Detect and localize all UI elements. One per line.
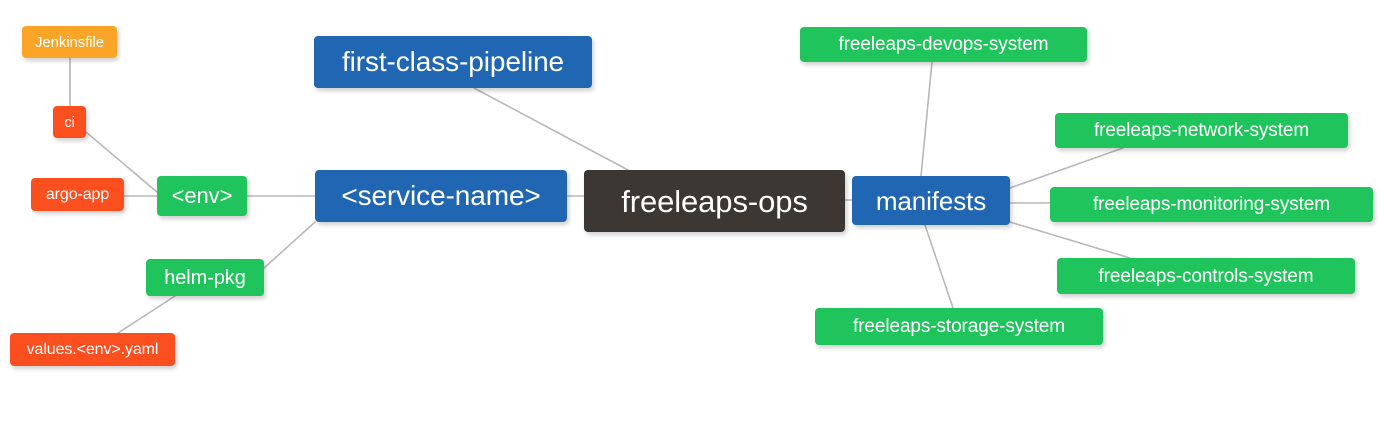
node-freeleaps-storage-system[interactable]: freeleaps-storage-system: [815, 308, 1103, 345]
node-label-freeleaps-storage-system: freeleaps-storage-system: [853, 316, 1065, 337]
node-jenkinsfile[interactable]: Jenkinsfile: [22, 26, 117, 58]
edge-manifests-to-freeleaps-controls-system: [1009, 221, 1131, 259]
edge-service-name-to-helm-pkg: [263, 221, 316, 269]
edge-manifests-to-freeleaps-devops-system: [920, 61, 933, 177]
edge-manifests-to-freeleaps-storage-system: [924, 224, 954, 309]
node-label-freeleaps-devops-system: freeleaps-devops-system: [838, 34, 1049, 55]
node-helm-pkg[interactable]: helm-pkg: [146, 259, 264, 296]
node-service-name[interactable]: <service-name>: [315, 170, 567, 222]
node-first-class-pipeline[interactable]: first-class-pipeline: [314, 36, 592, 88]
node-freeleaps-controls-system[interactable]: freeleaps-controls-system: [1057, 258, 1355, 294]
edge-manifests-to-freeleaps-network-system: [1009, 147, 1124, 189]
node-label-freeleaps-network-system: freeleaps-network-system: [1093, 120, 1310, 141]
node-label-first-class-pipeline: first-class-pipeline: [341, 46, 565, 77]
node-argo-app[interactable]: argo-app: [31, 178, 124, 211]
node-label-manifests: manifests: [875, 185, 987, 216]
node-manifests[interactable]: manifests: [852, 176, 1010, 225]
node-env[interactable]: <env>: [157, 176, 247, 216]
node-label-freeleaps-monitoring-system: freeleaps-monitoring-system: [1093, 194, 1330, 215]
node-label-service-name: <service-name>: [341, 180, 541, 211]
node-label-values-env-yaml: values.<env>.yaml: [26, 340, 159, 358]
node-freeleaps-monitoring-system[interactable]: freeleaps-monitoring-system: [1050, 187, 1373, 222]
node-label-argo-app: argo-app: [45, 185, 110, 203]
edge-first-class-pipeline-to-freeleaps-ops: [473, 87, 629, 171]
node-label-freeleaps-ops: freeleaps-ops: [621, 183, 808, 219]
node-freeleaps-network-system[interactable]: freeleaps-network-system: [1055, 113, 1348, 148]
node-label-helm-pkg: helm-pkg: [164, 266, 246, 289]
node-freeleaps-devops-system[interactable]: freeleaps-devops-system: [800, 27, 1087, 62]
node-label-jenkinsfile: Jenkinsfile: [35, 33, 104, 51]
node-label-env: <env>: [171, 183, 233, 208]
node-freeleaps-ops[interactable]: freeleaps-ops: [584, 170, 845, 232]
node-values-env-yaml[interactable]: values.<env>.yaml: [10, 333, 175, 366]
node-ci[interactable]: ci: [53, 106, 86, 138]
node-label-ci: ci: [64, 113, 75, 131]
node-label-freeleaps-controls-system: freeleaps-controls-system: [1098, 265, 1314, 287]
edge-helm-pkg-to-values-env-yaml: [117, 295, 176, 334]
